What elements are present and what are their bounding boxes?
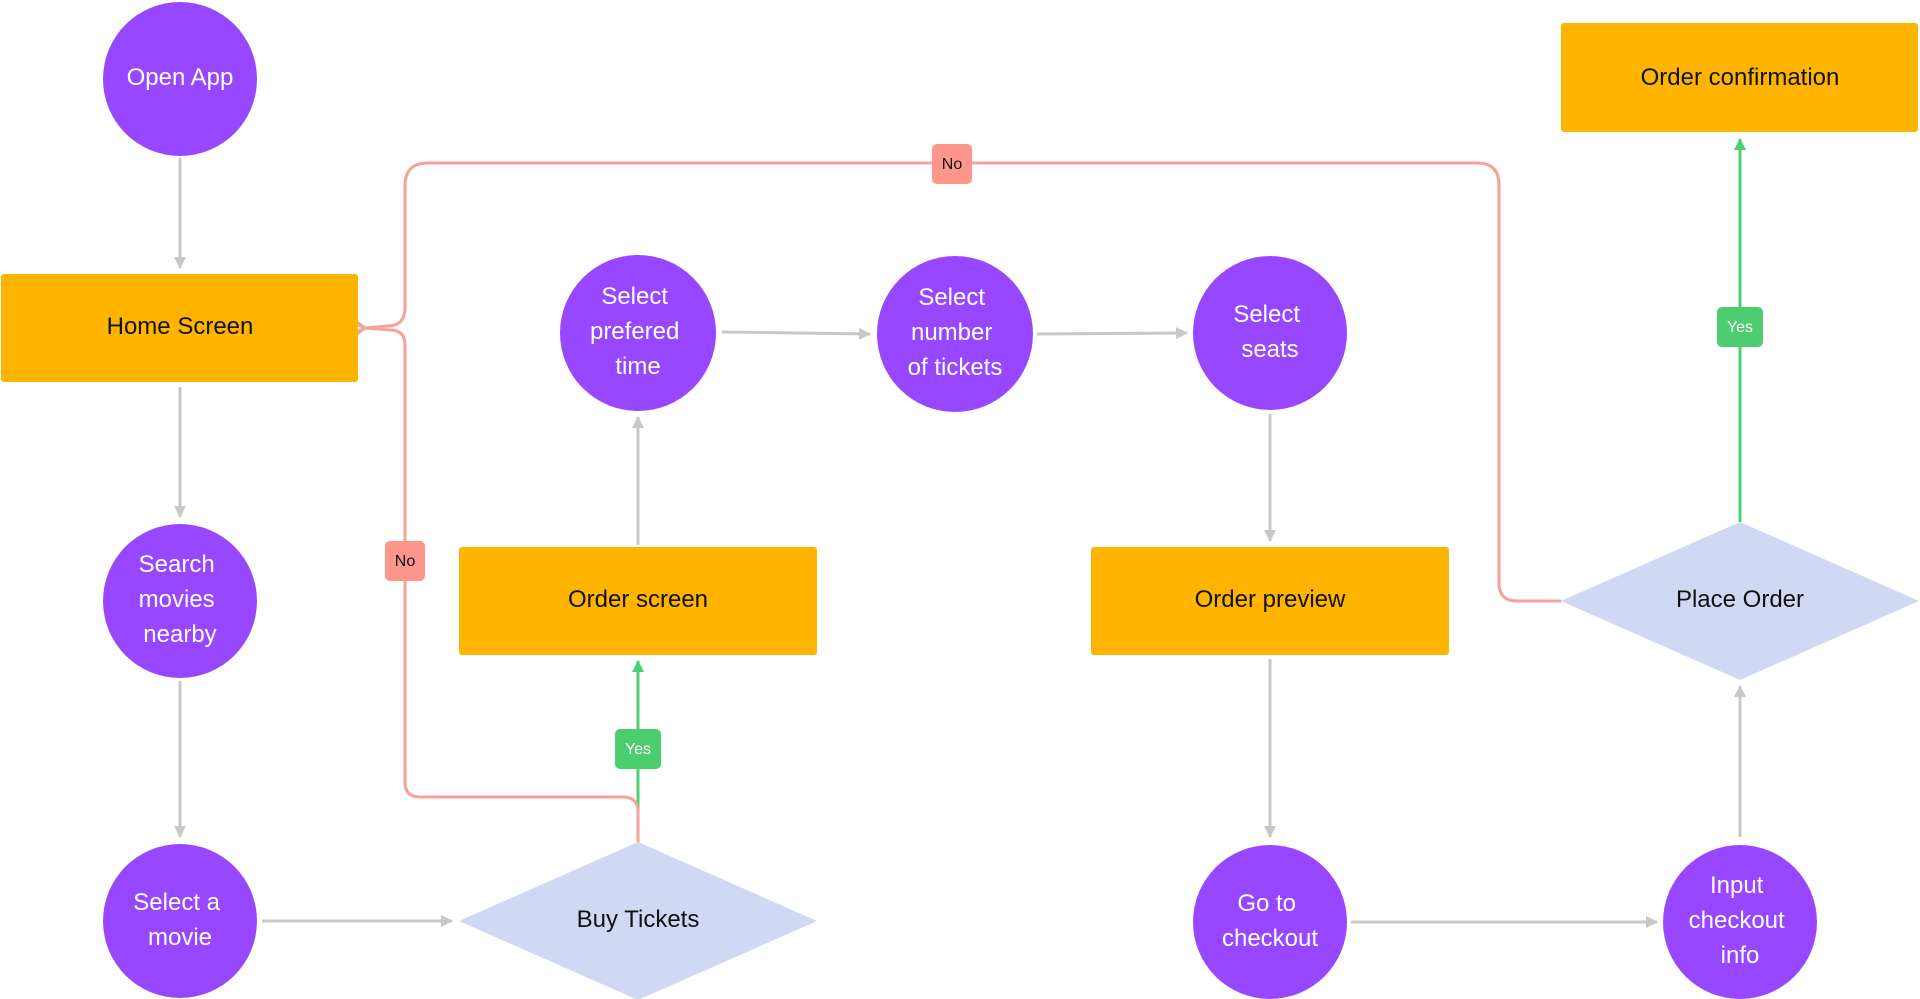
node-buy-tickets-shape xyxy=(459,842,817,999)
node-search-movies-shape xyxy=(103,524,257,678)
node-order-screen-label: Order screen xyxy=(568,586,708,613)
node-open-app-shape xyxy=(103,2,257,156)
no-label-left-text: No xyxy=(395,553,416,570)
node-select-movie-line: movie xyxy=(148,924,212,951)
node-order-confirmation-shape xyxy=(1561,23,1918,132)
no-label-top-text: No xyxy=(942,156,963,173)
node-open-app-label: Open App xyxy=(127,64,234,91)
node-order-screen-line: Order screen xyxy=(568,586,708,613)
connector-time-to-number xyxy=(721,327,871,340)
node-select-time-line: prefered xyxy=(590,318,679,345)
node-go-to-checkout-shape xyxy=(1193,845,1347,999)
node-place-order-shape xyxy=(1561,522,1919,680)
node-order-preview[interactable]: Order preview xyxy=(1091,547,1449,655)
node-input-checkout[interactable]: Input checkout info xyxy=(1663,845,1817,999)
node-search-movies-label: Search movies nearby xyxy=(139,551,222,648)
node-select-seats-line: seats xyxy=(1241,336,1298,363)
no-badge-top xyxy=(932,144,972,184)
node-go-to-checkout-label: Go to checkout xyxy=(1222,890,1318,952)
connector-number-to-seats xyxy=(1036,327,1188,340)
node-select-seats[interactable]: Select seats xyxy=(1193,256,1347,410)
yes-label-place-text: Yes xyxy=(1727,319,1753,336)
node-order-confirmation[interactable]: Order confirmation xyxy=(1561,23,1918,132)
node-home-screen-shape xyxy=(1,274,358,382)
node-place-order-label: Place Order xyxy=(1676,586,1804,613)
node-go-to-checkout-line: checkout xyxy=(1222,925,1318,952)
yes-label-place: Yes xyxy=(1717,307,1763,347)
node-open-app[interactable]: Open App xyxy=(103,2,257,156)
node-select-seats-label: Select seats xyxy=(1233,301,1306,363)
node-select-time-line: time xyxy=(615,353,660,380)
node-order-preview-label: Order preview xyxy=(1195,586,1346,613)
node-search-movies-line: Search xyxy=(139,551,215,578)
node-input-checkout-line: info xyxy=(1721,942,1760,969)
node-select-number[interactable]: Select number of tickets xyxy=(877,256,1033,412)
node-select-movie-label: Select a movie xyxy=(133,889,226,951)
node-select-time-label: Select prefered time xyxy=(590,283,686,380)
no-connector-buy-to-home xyxy=(353,319,640,844)
node-order-preview-line: Order preview xyxy=(1195,586,1346,613)
node-select-number-line: Select xyxy=(918,284,985,311)
node-select-number-shape xyxy=(877,256,1033,412)
no-label-top: No xyxy=(932,144,972,184)
node-select-number-label: Select number of tickets xyxy=(908,284,1003,381)
node-select-movie-shape xyxy=(103,844,257,998)
node-select-number-line: number xyxy=(911,319,992,346)
node-search-movies-line: movies xyxy=(139,586,215,613)
node-select-time[interactable]: Select prefered time xyxy=(560,255,716,411)
yes-badge-place xyxy=(1717,307,1763,347)
yes-badge-buy xyxy=(615,729,661,769)
node-buy-tickets-line: Buy Tickets xyxy=(577,906,700,933)
node-select-time-shape xyxy=(560,255,716,411)
node-search-movies[interactable]: Search movies nearby xyxy=(103,524,257,678)
yes-connectors xyxy=(632,138,1746,842)
node-go-to-checkout[interactable]: Go to checkout xyxy=(1193,845,1347,999)
node-buy-tickets[interactable]: Buy Tickets xyxy=(459,842,817,999)
node-place-order-line: Place Order xyxy=(1676,586,1804,613)
node-select-movie-line: Select a xyxy=(133,889,220,916)
no-label-left: No xyxy=(385,541,425,581)
node-input-checkout-label: Input checkout info xyxy=(1689,872,1792,969)
flow-connectors xyxy=(174,158,1746,928)
node-buy-tickets-label: Buy Tickets xyxy=(577,906,700,933)
node-place-order[interactable]: Place Order xyxy=(1561,522,1919,680)
node-home-screen-label: Home Screen xyxy=(107,313,254,340)
node-input-checkout-shape xyxy=(1663,845,1817,999)
node-select-number-line: of tickets xyxy=(908,354,1003,381)
node-input-checkout-line: Input xyxy=(1710,872,1764,899)
node-order-confirmation-line: Order confirmation xyxy=(1641,64,1840,91)
node-home-screen-line: Home Screen xyxy=(107,313,254,340)
node-order-screen[interactable]: Order screen xyxy=(459,547,817,655)
node-select-seats-line: Select xyxy=(1233,301,1300,328)
node-go-to-checkout-line: Go to xyxy=(1237,890,1296,917)
node-search-movies-line: nearby xyxy=(143,621,216,648)
yes-label-buy: Yes xyxy=(615,729,661,769)
node-select-time-line: Select xyxy=(601,283,668,310)
node-order-confirmation-label: Order confirmation xyxy=(1641,64,1840,91)
node-order-preview-shape xyxy=(1091,547,1449,655)
node-select-seats-shape xyxy=(1193,256,1347,410)
node-open-app-line: Open App xyxy=(127,64,234,91)
node-home-screen[interactable]: Home Screen xyxy=(1,274,358,382)
node-input-checkout-line: checkout xyxy=(1689,907,1785,934)
node-order-screen-shape xyxy=(459,547,817,655)
no-badge-left xyxy=(385,541,425,581)
yes-label-buy-text: Yes xyxy=(625,741,651,758)
node-select-movie[interactable]: Select a movie xyxy=(103,844,257,998)
